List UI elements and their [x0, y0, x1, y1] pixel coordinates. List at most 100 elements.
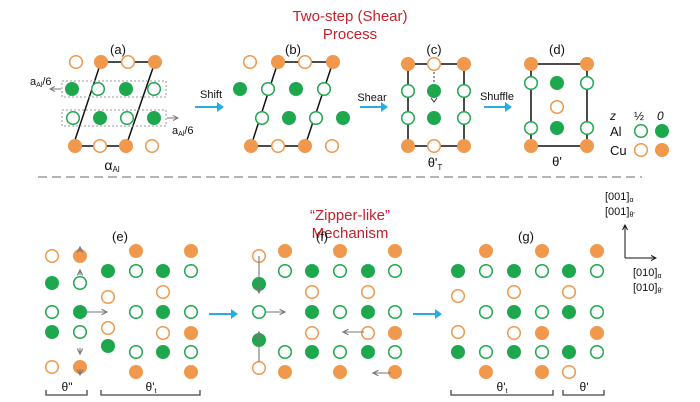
al-atom-z-half	[146, 81, 162, 97]
cu-atom-z-half	[360, 284, 376, 300]
cu-atom-z0	[326, 55, 340, 69]
al-atom-z0	[562, 305, 576, 319]
cu-atom-z0	[479, 365, 493, 379]
cu-atom-z0	[244, 139, 258, 153]
cu-atom-z0	[401, 139, 415, 153]
al-atom-z0	[562, 264, 576, 278]
cu-atom-z0	[524, 139, 538, 153]
al-atom-z-half	[534, 304, 550, 320]
cu-atom-z-half	[561, 364, 577, 380]
al-atom-z-half	[277, 263, 293, 279]
panel-label-b: (b)	[285, 42, 301, 57]
al-atom-z-half	[72, 324, 88, 340]
caption-alpha-al: αAl	[104, 157, 119, 174]
panel-label-a: (a)	[110, 42, 126, 57]
shift-left-label: aAl/6	[30, 76, 52, 89]
al-atom-z0	[562, 345, 576, 359]
al-atom-z-half	[254, 110, 270, 126]
axis-label-010-alpha: [010]α	[633, 267, 662, 280]
cu-atom-z-half	[450, 324, 466, 340]
cu-atom-z-half	[506, 284, 522, 300]
al-atom-z-half	[456, 83, 472, 99]
region-brackets	[45, 390, 605, 396]
cu-atom-z-half	[251, 360, 267, 376]
cu-atom-z0	[184, 244, 198, 258]
bracket-theta-prime-g	[562, 390, 605, 396]
cu-atom-z-half	[633, 142, 649, 158]
al-atom-z-half	[387, 263, 403, 279]
cu-atom-z-half	[304, 284, 320, 300]
cu-atom-z0	[94, 55, 108, 69]
al-atom-z0	[361, 345, 375, 359]
zipper-step-arrow-1	[209, 309, 238, 319]
al-atom-z-half	[44, 304, 60, 320]
axis-label-001-theta: [001]θ'	[605, 206, 635, 219]
cu-atom-z-half	[297, 54, 313, 70]
shuffle-step-arrow	[484, 102, 512, 112]
al-atom-z0	[45, 325, 59, 339]
unit-cell-a	[71, 61, 157, 147]
cu-atom-z0	[535, 326, 549, 340]
cu-atom-z-half	[506, 325, 522, 341]
al-atom-z0	[550, 121, 564, 135]
al-atom-z-half	[183, 344, 199, 360]
cu-atom-z0	[590, 244, 604, 258]
cu-atom-z0	[580, 57, 594, 71]
cu-atom-z0	[73, 249, 87, 263]
al-atom-z-half	[478, 344, 494, 360]
al-atom-z-half	[633, 123, 649, 139]
cu-atom-z0	[278, 244, 292, 258]
cu-atom-z-half	[144, 138, 160, 154]
step-arrows: Shift Shear Shuffle	[195, 89, 514, 319]
al-atom-z-half	[65, 110, 81, 126]
al-atom-z0	[73, 305, 87, 319]
al-atom-z-half	[523, 120, 539, 136]
al-atom-z0	[427, 111, 441, 125]
al-atom-z0	[156, 345, 170, 359]
al-atom-z0	[336, 111, 350, 125]
movement-arrows	[80, 247, 391, 375]
al-atom-z-half	[523, 75, 539, 91]
al-atom-z-half	[260, 81, 276, 97]
al-atom-z-half	[332, 304, 348, 320]
cu-atom-z-half	[426, 56, 442, 72]
al-atom-z-half	[277, 344, 293, 360]
cu-atom-z-half	[44, 248, 60, 264]
al-atom-z0	[65, 82, 79, 96]
legend-al: Al	[610, 124, 622, 139]
bottom-title-line2: Mechanism	[312, 225, 389, 242]
al-atom-z-half	[478, 263, 494, 279]
cu-atom-z0	[148, 55, 162, 69]
al-atom-z0	[305, 264, 319, 278]
al-atom-z-half	[183, 304, 199, 320]
cu-atom-z0	[73, 360, 87, 374]
al-atom-z-half	[251, 304, 267, 320]
bracket-theta-prime-t-g	[450, 390, 554, 396]
cu-atom-z-half	[304, 325, 320, 341]
legend-half: ½	[634, 109, 644, 123]
al-atom-z0	[233, 82, 247, 96]
cu-atom-z0	[479, 244, 493, 258]
cu-atom-z0	[580, 139, 594, 153]
cu-atom-z-half	[100, 289, 116, 305]
zipper-step-arrow-2	[413, 309, 442, 319]
cu-atom-z-half	[426, 138, 442, 154]
unit-cell-c	[407, 63, 465, 147]
al-atom-z-half	[332, 344, 348, 360]
cu-atom-z-half	[324, 138, 340, 154]
bracket-theta-prime-t-e	[100, 390, 201, 396]
panel-label-g: (g)	[518, 229, 534, 244]
shift-step-label: Shift	[200, 89, 222, 101]
cu-atom-z-half	[360, 325, 376, 341]
unit-cell-b	[249, 61, 335, 147]
shift-box-lower	[61, 109, 167, 127]
al-atom-z-half	[316, 81, 332, 97]
cu-atom-z0	[68, 139, 82, 153]
cu-atom-z0	[524, 57, 538, 71]
cu-atom-z0	[333, 244, 347, 258]
cu-atom-z0	[457, 139, 471, 153]
al-atom-z-half	[534, 344, 550, 360]
al-atom-z0	[305, 345, 319, 359]
al-atom-z-half	[387, 304, 403, 320]
al-atom-z-half	[579, 120, 595, 136]
